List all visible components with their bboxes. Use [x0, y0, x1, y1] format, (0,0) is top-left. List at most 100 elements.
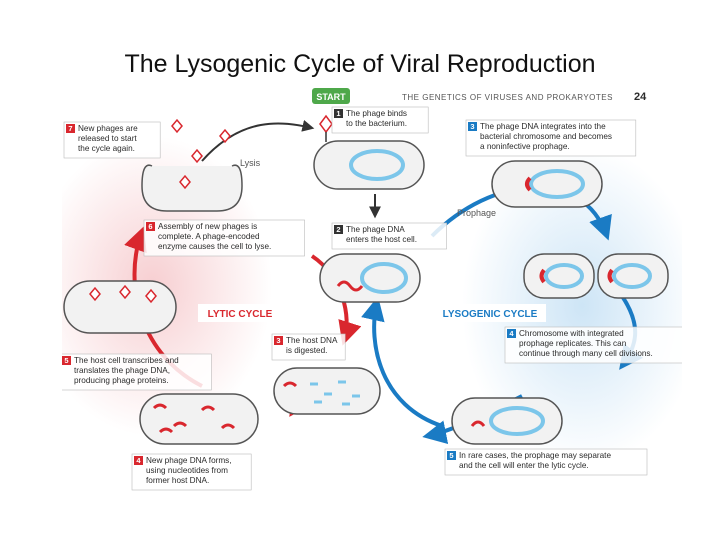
phage-icon [319, 114, 333, 134]
step-caption-box [131, 453, 252, 491]
prophage-label: Prophage [457, 208, 496, 218]
bacterium-cell-3 [273, 367, 381, 415]
step-caption-line: producing phage proteins. [74, 376, 169, 385]
lysogenic-cell-5 [451, 397, 563, 445]
step-number: 5 [64, 356, 68, 365]
step-caption-line: and the cell will enter the lytic cycle. [459, 461, 589, 470]
step-number: 3 [276, 336, 280, 345]
step-caption-line: former host DNA. [146, 476, 209, 485]
figure-header: THE GENETICS OF VIRUSES AND PROKARYOTES [402, 93, 613, 102]
released-phages [171, 118, 231, 190]
start-badge [312, 88, 350, 104]
chromosome-1 [349, 149, 405, 181]
lytic-cycle-label: LYTIC CYCLE [208, 309, 273, 320]
bacterium-cell-4 [139, 393, 259, 445]
lysogenic-cycle-diagram: START THE GENETICS OF VIRUSES AND PROKAR… [62, 88, 682, 491]
step-number-badge [334, 225, 343, 234]
bacterium-cell-5 [63, 280, 177, 334]
lysogenic-arrow-return [361, 296, 443, 428]
step-caption-line: using nucleotides from [146, 466, 228, 475]
step-number: 2 [336, 225, 340, 234]
step-caption-box [465, 119, 637, 157]
step-caption-line: translates the phage DNA, [74, 366, 170, 375]
step-caption-line: The phage DNA [346, 225, 405, 234]
step-number-badge [62, 356, 71, 365]
bacterium-cell-1 [313, 140, 425, 190]
release-arrow [201, 119, 315, 162]
lysogenic-cycle-label: LYSOGENIC CYCLE [443, 309, 538, 320]
step-caption-box [63, 121, 161, 159]
step-caption-line: a noninfective prophage. [480, 142, 570, 151]
step-caption-line: continue through many cell divisions. [519, 349, 653, 358]
dividing-cell-b [597, 253, 669, 299]
step-caption-line: The phage binds [346, 109, 407, 118]
step-caption-line: enzyme causes the cell to lyse. [158, 242, 271, 251]
slide-title: The Lysogenic Cycle of Viral Reproductio… [124, 50, 596, 78]
digested-dna-fragments [310, 380, 360, 406]
step-number: 4 [509, 329, 514, 338]
new-phage-dna [152, 403, 236, 434]
prophage-separated [470, 420, 486, 427]
step-number: 6 [148, 222, 152, 231]
chromosome-div-b [612, 263, 652, 289]
step-caption-line: In rare cases, the prophage may separate [459, 451, 611, 460]
step-number-badge [334, 109, 343, 118]
prophage-div-a [539, 268, 546, 284]
lysed-cell [141, 164, 243, 212]
step-caption-line: to the bacterium. [346, 119, 407, 128]
step-caption-line: enters the host cell. [346, 235, 417, 244]
start-label: START [316, 92, 346, 102]
step-caption-box [331, 106, 429, 134]
step-number-badge [274, 336, 283, 345]
page-number: 24 [634, 91, 647, 103]
step-caption-box [143, 219, 305, 257]
prophage-3 [525, 176, 532, 192]
dividing-cell-a [523, 253, 595, 299]
step-number: 4 [136, 456, 141, 465]
phage-heads-5 [89, 284, 157, 304]
chromosome-2 [360, 262, 408, 294]
chromosome-lysogenic-5 [489, 406, 545, 436]
step-caption-line: The phage DNA integrates into the [480, 122, 606, 131]
step-number-badge [146, 222, 155, 231]
step-number: 3 [470, 122, 474, 131]
step-caption-box [331, 222, 447, 250]
step-caption-box [504, 326, 682, 364]
phage-dna-3 [282, 381, 298, 388]
lysogenic-glow [462, 146, 682, 466]
phage-dna-2 [336, 280, 364, 292]
step-caption-line: the cycle again. [78, 144, 135, 153]
prophage-div-b [607, 268, 614, 284]
step-caption-10: 5 In rare cases, the prophage may separat… [444, 448, 648, 476]
step-caption-line: The host cell transcribes and [74, 356, 179, 365]
lysogenic-cell-3 [491, 160, 603, 208]
step-caption-line: Assembly of new phages is [158, 222, 257, 231]
step-caption-line: Chromosome with integrated [519, 329, 624, 338]
step-number-badge [468, 122, 477, 131]
step-caption-box [444, 448, 648, 476]
step-caption-line: bacterial chromosome and becomes [480, 132, 612, 141]
step-caption-line: The host DNA [286, 336, 338, 345]
step-caption-line: prophage replicates. This can [519, 339, 627, 348]
viral-cycle-figure: START THE GENETICS OF VIRUSES AND PROKAR… [62, 86, 682, 491]
step-number: 7 [68, 124, 72, 133]
step-number: 1 [336, 109, 340, 118]
step-caption-line: released to start [78, 134, 137, 143]
chromosome-div-a [544, 263, 584, 289]
step-number-badge [507, 329, 516, 338]
lysis-label: Lysis [240, 158, 261, 168]
step-number-badge [66, 124, 75, 133]
lytic-label-bg [198, 304, 282, 322]
step-caption-box [271, 333, 346, 361]
chromosome-lysogenic-3 [529, 169, 585, 199]
step-caption-5: 5 The host cell transcribes andtranslates… [62, 353, 212, 391]
step-caption-line: complete. A phage-encoded [158, 232, 260, 241]
step-number: 5 [449, 451, 453, 460]
step-caption-line: is digested. [286, 346, 327, 355]
step-number-badge [134, 456, 143, 465]
step-caption-line: New phage DNA forms, [146, 456, 232, 465]
